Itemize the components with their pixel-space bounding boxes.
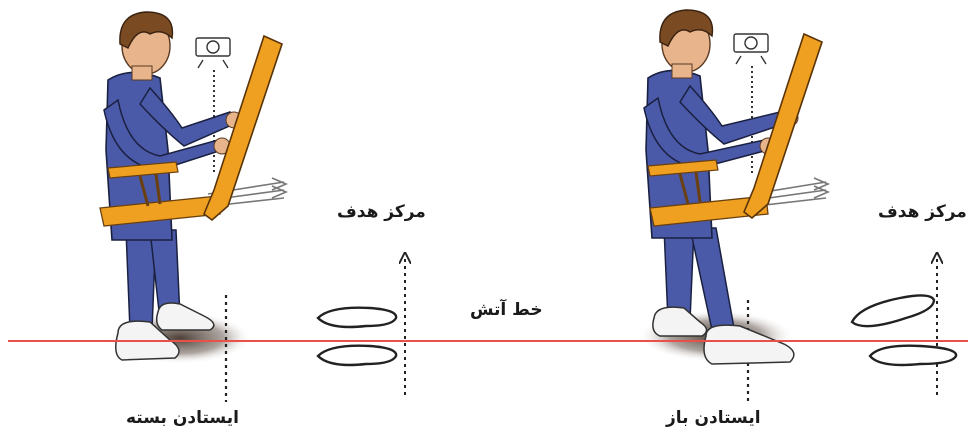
target-center-label: مرکز هدف <box>337 202 426 222</box>
target-center-label: مرکز هدف <box>878 202 967 222</box>
archer-open-stance <box>638 10 828 402</box>
closed-stance-footprints <box>318 258 405 395</box>
archer-closed-stance <box>100 12 286 402</box>
footprint-upper <box>852 295 934 326</box>
target-camera-icon <box>734 34 768 64</box>
open-stance-caption: ایستادن باز <box>666 408 761 428</box>
fire-line-label: خط آتش <box>470 300 543 320</box>
footprint-lower <box>870 346 956 365</box>
footprint-upper <box>318 308 396 327</box>
footprint-lower <box>318 346 396 365</box>
open-stance-footprints <box>852 258 956 395</box>
closed-stance-caption: ایستادن بسته <box>126 408 239 428</box>
target-camera-icon <box>196 38 230 68</box>
